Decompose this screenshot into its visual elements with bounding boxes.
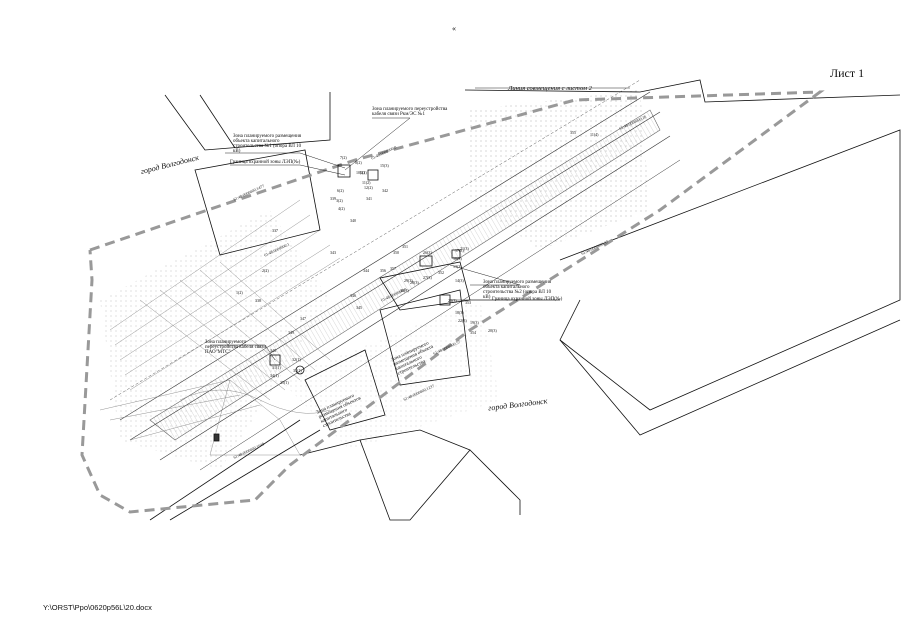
parcels — [149, 79, 901, 521]
point-label: 26(3) — [423, 250, 432, 255]
station-number: 345 — [356, 305, 362, 310]
sheet-label: Лист 1 — [830, 66, 865, 80]
station-number: 347 — [300, 316, 306, 321]
point-label: 30(3) — [400, 288, 409, 293]
point-label: 20(3) — [488, 328, 497, 333]
station-number: 342 — [382, 188, 388, 193]
point-label: 2(2) — [262, 268, 269, 273]
point-label: 23(3) — [448, 298, 457, 303]
point-label: 28(3) — [410, 280, 419, 285]
point-label: 6(2) — [337, 188, 344, 193]
station-number: 350 — [393, 250, 399, 255]
point-label: 13(3) — [453, 264, 462, 269]
station-number: 357 — [390, 266, 396, 271]
utility-network — [99, 199, 341, 456]
point-label: 19(3) — [470, 320, 479, 325]
station-number: 348 — [270, 348, 276, 353]
point-label: 8(2) — [355, 160, 362, 165]
match-line-label: Линия совмещения с листом 2 — [508, 85, 592, 92]
point-label: 17(3) — [455, 248, 464, 253]
station-number: 353 — [465, 300, 471, 305]
station-number: 337 — [272, 228, 278, 233]
footer-file-path: Y:\ORST\Ppo\0620p56L\20.docx — [43, 603, 152, 612]
point-label: 12(2) — [364, 185, 373, 190]
point-label: 11(4) — [590, 132, 599, 137]
zone-protection-2-label: Граница охранной зоны ЛЭП(№) — [492, 297, 563, 302]
station-number: 356 — [380, 268, 386, 273]
point-label: 29(3) — [404, 278, 413, 283]
point-label: 15(3) — [380, 163, 389, 168]
page-mark: « — [452, 24, 456, 33]
station-number: 351 — [402, 244, 408, 249]
point-label: 31(1) — [272, 365, 281, 370]
zone-cable-label: Зона планируемого переустройства кабеля … — [372, 107, 448, 117]
zone-protection-1-label: Граница охранной зоны ЛЭП(№) — [230, 160, 301, 165]
point-label: 33(1) — [293, 368, 302, 373]
point-label: 16(3) — [453, 256, 462, 261]
planning-boundary — [80, 90, 825, 514]
point-label: 34(1) — [270, 373, 279, 378]
point-label: 1(2) — [236, 290, 243, 295]
zone-cable-2-label: Зона планируемого переустройства кабеля … — [205, 340, 267, 355]
station-number: 354 — [470, 330, 476, 335]
station-number: 346 — [350, 293, 356, 298]
point-label: 10(2) — [356, 170, 365, 175]
station-number: 352 — [438, 270, 444, 275]
road-corridor — [109, 79, 681, 471]
zone-reconstruction-1-label: Зона планируемого размещения объекта кап… — [233, 134, 302, 154]
point-label: 35(1) — [280, 380, 289, 385]
point-label: 3(2) — [336, 198, 343, 203]
station-number: 340 — [350, 218, 356, 223]
point-label: 27(3) — [423, 275, 432, 280]
station-number: 344 — [363, 268, 369, 273]
station-number: 343 — [330, 250, 336, 255]
point-label: 4(2) — [338, 206, 345, 211]
station-number: 338 — [255, 298, 261, 303]
zone-reconstruction-2-label: Зона планируемого размещения объекта кап… — [483, 280, 552, 300]
station-number: 339 — [330, 196, 336, 201]
station-number: 341 — [366, 196, 372, 201]
point-label: 11(2) — [362, 180, 371, 185]
point-label: 18(3) — [455, 310, 464, 315]
station-number: 349 — [288, 330, 294, 335]
point-label: 7(2) — [340, 155, 347, 160]
point-label: 21(3) — [460, 246, 469, 251]
point-label: 32(1) — [292, 357, 301, 362]
point-label: 5(2) — [360, 170, 367, 175]
station-number: 355 — [570, 130, 576, 135]
point-label: 22(3) — [458, 318, 467, 323]
point-label: 14(3) — [455, 278, 464, 283]
leader-lines — [210, 87, 630, 361]
